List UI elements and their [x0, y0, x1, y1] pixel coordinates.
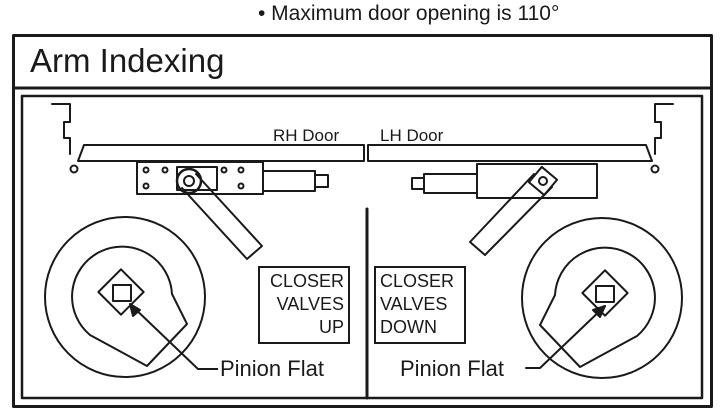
diagram-title: Arm Indexing: [30, 42, 225, 79]
lh-closer-cylinder: [423, 173, 478, 194]
closer-valves-up-box: CLOSER VALVES UP: [258, 266, 350, 344]
diagram-drawing: [12, 34, 713, 408]
lh-closer-body: [476, 163, 598, 199]
max-opening-note: • Maximum door opening is 110°: [258, 2, 560, 25]
left-pinion-cam: [71, 245, 188, 367]
right-pinion-square: [581, 269, 629, 317]
left-pinion-leader: [129, 303, 223, 370]
right-pinion-flat-label: Pinion Flat: [398, 356, 506, 382]
rh-door-label: RH Door: [273, 126, 340, 145]
lh-closer-arm-hub: [527, 165, 559, 197]
right-pinion-flat: [595, 285, 615, 303]
box-left-line-2: VALVES: [276, 294, 344, 314]
right-hinge-pin: [650, 164, 660, 174]
right-pinion-cam: [539, 246, 656, 368]
right-pinion-leader: [525, 305, 606, 369]
left-hinge-pin: [69, 164, 79, 174]
left-pinion-square: [97, 268, 145, 316]
left-pinion-flat-label: Pinion Flat: [218, 356, 326, 382]
lh-door-leaf: [367, 144, 653, 162]
left-pinion-outer: [44, 216, 206, 378]
outer-frame: [12, 34, 713, 408]
rh-closer-endcap: [314, 174, 329, 188]
left-jamb: [51, 103, 71, 155]
right-pinion-outer: [521, 217, 683, 379]
box-left-line-3: UP: [318, 317, 344, 337]
lh-door-label: LH Door: [380, 126, 444, 145]
lh-closer-arm: [469, 173, 553, 256]
rh-door-leaf: [77, 144, 365, 162]
box-right-line-3: DOWN: [380, 317, 437, 337]
right-jamb: [654, 103, 674, 155]
rh-closer-cylinder: [262, 170, 316, 192]
box-right-line-2: VALVES: [380, 294, 448, 314]
lh-closer-endcap: [411, 177, 425, 190]
inner-frame: [20, 94, 704, 400]
left-pinion-flat: [112, 284, 132, 302]
box-left-line-1: CLOSER: [269, 271, 344, 291]
box-right-line-1: CLOSER: [380, 271, 455, 291]
arm-indexing-panel: Arm Indexing: [12, 34, 713, 408]
rh-closer-arm: [181, 173, 263, 260]
closer-valves-down-box: CLOSER VALVES DOWN: [374, 266, 466, 344]
